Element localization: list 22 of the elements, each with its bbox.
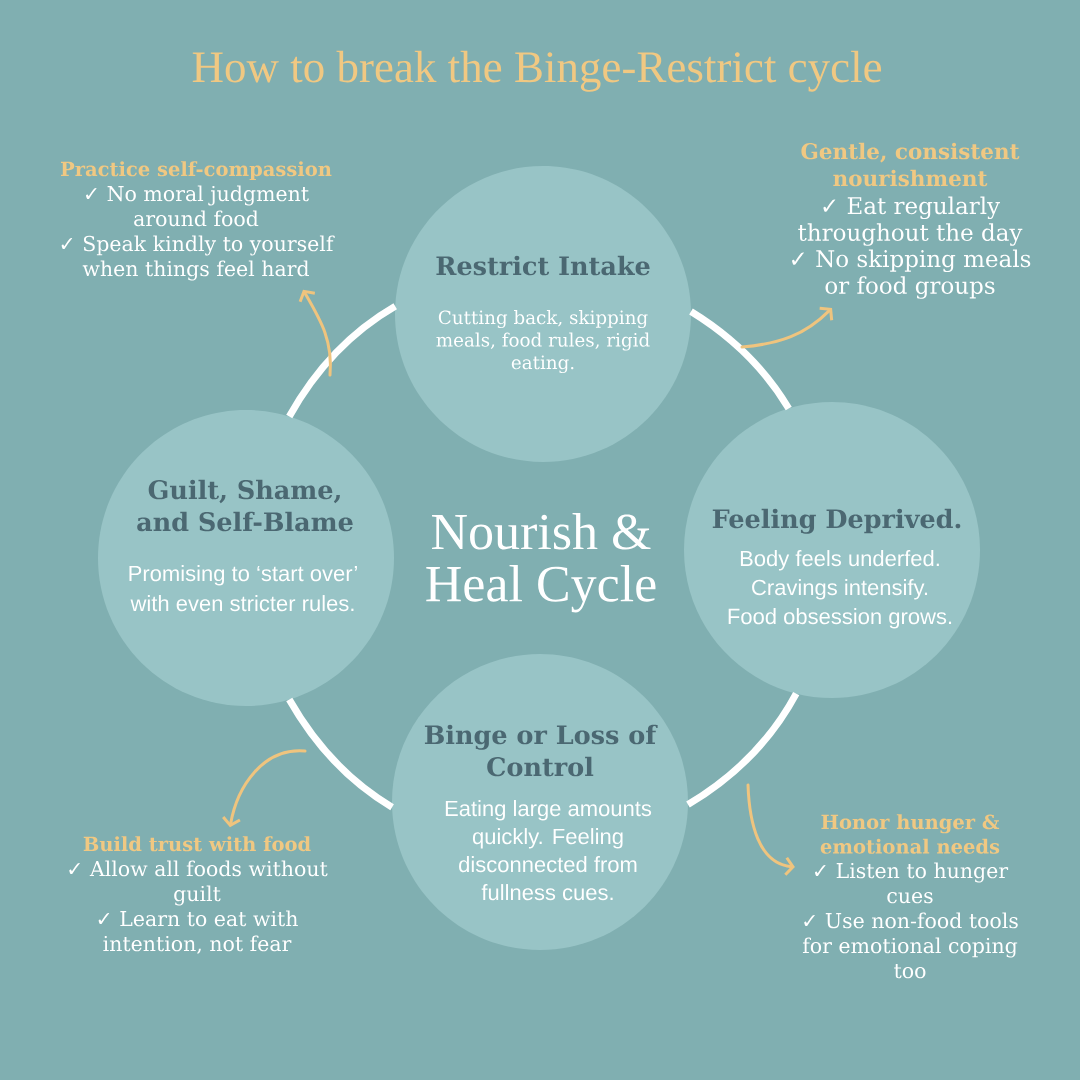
checklist-item: ✓ No moral judgment around food (86, 185, 309, 227)
checklist-item: ✓ Allow all foods without guilt (69, 860, 328, 906)
tip-heading: Build trust with food (83, 836, 311, 852)
checklist-item: ✓ No skipping meals or food groups (792, 249, 1031, 299)
checklist-item: ✓ Listen to hunger cues (814, 862, 1009, 904)
title: How to break the Binge-Restrict cycle (192, 50, 882, 92)
checklist-item: ✓ Use non-food tools for emotional coping too (802, 912, 1018, 979)
center-heading: Nourish & Heal Cycle (426, 513, 656, 613)
checklist-item: ✓ Eat regularly throughout the day (798, 196, 1023, 246)
checklist-item: ✓ Learn to eat with intention, not fear (98, 910, 298, 954)
ring-segment (286, 697, 394, 811)
ring-segment (689, 308, 792, 411)
curved-arrow (222, 749, 307, 828)
tip-heading: Gentle, consistent nourishment (801, 142, 1020, 187)
checklist-item: ✓ Speak kindly to yourself when things feel hard (61, 235, 335, 281)
curved-arrow (298, 289, 332, 377)
curved-arrow (740, 306, 834, 349)
ring-segment (686, 691, 800, 808)
tip-heading: Honor hunger & emotional needs (820, 814, 1000, 854)
ring-segment (286, 303, 398, 419)
tip-heading: Practice self-compassion (61, 161, 332, 181)
curved-arrow (746, 783, 795, 876)
